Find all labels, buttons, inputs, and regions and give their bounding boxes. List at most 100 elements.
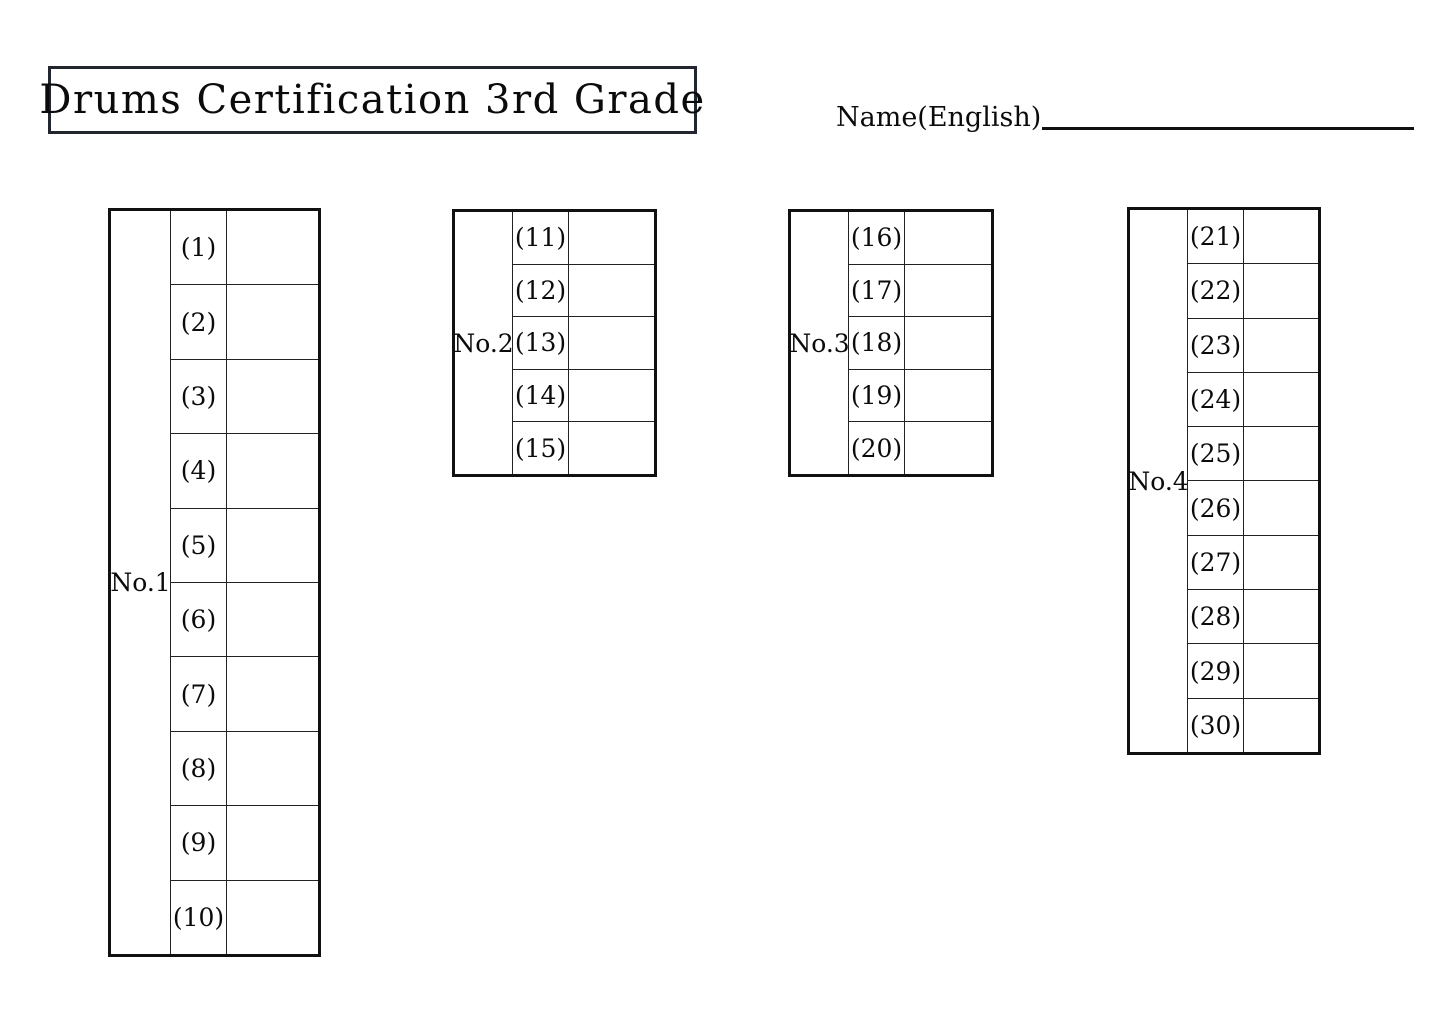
question-number: (2) bbox=[171, 285, 227, 359]
table-row: (5) bbox=[171, 508, 318, 584]
answer-cell[interactable] bbox=[1244, 644, 1318, 697]
table-row: (17) bbox=[849, 264, 991, 318]
table-row: (29) bbox=[1188, 644, 1318, 699]
table-row: (19) bbox=[849, 369, 991, 423]
question-number: (30) bbox=[1188, 698, 1244, 752]
table-row: (9) bbox=[171, 806, 318, 881]
answer-cell[interactable] bbox=[1244, 210, 1318, 263]
group-label-no1: No.1 bbox=[110, 568, 171, 597]
answer-rows-no4: (21) (22) (23) (24) (25) (26) bbox=[1187, 210, 1318, 752]
question-number: (7) bbox=[171, 657, 227, 731]
answer-cell[interactable] bbox=[905, 422, 991, 474]
answer-cell[interactable] bbox=[1244, 536, 1318, 589]
answer-table-no1: No.1 (1) (2) (3) (4) (5) bbox=[108, 208, 321, 957]
table-row: (21) bbox=[1188, 210, 1318, 265]
table-row: (30) bbox=[1188, 698, 1318, 752]
answer-cell[interactable] bbox=[227, 881, 318, 954]
table-row: (14) bbox=[513, 369, 654, 423]
question-number: (14) bbox=[513, 369, 569, 422]
question-number: (5) bbox=[171, 508, 227, 583]
question-number: (9) bbox=[171, 806, 227, 880]
table-row: (10) bbox=[171, 880, 318, 955]
name-field-writing-line[interactable] bbox=[1042, 127, 1415, 130]
group-label-no2: No.2 bbox=[453, 328, 514, 358]
answer-cell[interactable] bbox=[905, 317, 991, 369]
question-number: (17) bbox=[849, 264, 905, 317]
question-number: (4) bbox=[171, 434, 227, 508]
question-number: (25) bbox=[1188, 427, 1244, 481]
table-row: (11) bbox=[513, 212, 654, 265]
question-number: (29) bbox=[1188, 644, 1244, 698]
answer-table-no3: No.3 (16) (17) (18) (19) (20) bbox=[788, 209, 994, 477]
question-number: (22) bbox=[1188, 264, 1244, 318]
table-row: (28) bbox=[1188, 590, 1318, 645]
answer-rows-no1: (1) (2) (3) (4) (5) (6) bbox=[170, 211, 318, 955]
answer-cell[interactable] bbox=[1244, 481, 1318, 534]
answer-table-no2: No.2 (11) (12) (13) (14) (15) bbox=[452, 209, 657, 477]
table-row: (27) bbox=[1188, 535, 1318, 591]
question-number: (6) bbox=[171, 583, 227, 657]
question-number: (13) bbox=[513, 317, 569, 369]
question-number: (21) bbox=[1188, 210, 1244, 264]
answer-cell[interactable] bbox=[227, 732, 318, 805]
answer-cell[interactable] bbox=[905, 265, 991, 317]
table-row: (25) bbox=[1188, 427, 1318, 482]
table-row: (3) bbox=[171, 359, 318, 435]
question-number: (16) bbox=[849, 212, 905, 264]
answer-cell[interactable] bbox=[569, 317, 654, 369]
answer-cell[interactable] bbox=[227, 360, 318, 433]
table-row: (6) bbox=[171, 583, 318, 658]
answer-cell[interactable] bbox=[1244, 699, 1318, 752]
table-row: (24) bbox=[1188, 372, 1318, 428]
table-row: (15) bbox=[513, 422, 654, 474]
question-number: (24) bbox=[1188, 372, 1244, 427]
table-row: (4) bbox=[171, 434, 318, 509]
table-row: (26) bbox=[1188, 481, 1318, 536]
page-title: Drums Certification 3rd Grade bbox=[39, 77, 706, 123]
answer-cell[interactable] bbox=[569, 370, 654, 422]
answer-cell[interactable] bbox=[1244, 373, 1318, 426]
question-number: (1) bbox=[171, 211, 227, 285]
table-row: (12) bbox=[513, 264, 654, 318]
answer-cell[interactable] bbox=[1244, 590, 1318, 643]
answer-rows-no2: (11) (12) (13) (14) (15) bbox=[512, 212, 654, 474]
table-row: (1) bbox=[171, 211, 318, 286]
answer-rows-no3: (16) (17) (18) (19) (20) bbox=[848, 212, 991, 474]
answer-cell[interactable] bbox=[905, 212, 991, 264]
answer-cell[interactable] bbox=[1244, 264, 1318, 317]
answer-cell[interactable] bbox=[905, 370, 991, 422]
answer-cell[interactable] bbox=[227, 806, 318, 879]
question-number: (20) bbox=[849, 422, 905, 474]
question-number: (26) bbox=[1188, 481, 1244, 535]
question-number: (23) bbox=[1188, 318, 1244, 372]
table-row: (18) bbox=[849, 317, 991, 370]
answer-cell[interactable] bbox=[569, 212, 654, 264]
answer-cell[interactable] bbox=[227, 211, 318, 284]
table-row: (2) bbox=[171, 285, 318, 360]
answer-cell[interactable] bbox=[1244, 427, 1318, 480]
table-row: (8) bbox=[171, 731, 318, 807]
answer-cell[interactable] bbox=[569, 265, 654, 317]
group-label-no3: No.3 bbox=[789, 328, 850, 358]
question-number: (28) bbox=[1188, 590, 1244, 644]
table-row: (16) bbox=[849, 212, 991, 265]
table-row: (13) bbox=[513, 317, 654, 370]
answer-cell[interactable] bbox=[227, 285, 318, 358]
answer-cell[interactable] bbox=[1244, 319, 1318, 372]
answer-cell[interactable] bbox=[227, 657, 318, 730]
answer-cell[interactable] bbox=[227, 583, 318, 656]
answer-cell[interactable] bbox=[569, 422, 654, 474]
answer-table-no4: No.4 (21) (22) (23) (24) (25) bbox=[1127, 207, 1321, 755]
title-box: Drums Certification 3rd Grade bbox=[39, 66, 704, 134]
question-number: (8) bbox=[171, 731, 227, 806]
table-row: (20) bbox=[849, 422, 991, 474]
question-number: (11) bbox=[513, 212, 569, 264]
question-number: (18) bbox=[849, 317, 905, 369]
question-number: (15) bbox=[513, 422, 569, 474]
question-number: (27) bbox=[1188, 535, 1244, 590]
name-field-label: Name(English) bbox=[836, 102, 1042, 133]
answer-cell[interactable] bbox=[227, 434, 318, 507]
answer-cell[interactable] bbox=[227, 509, 318, 582]
table-row: (23) bbox=[1188, 318, 1318, 373]
